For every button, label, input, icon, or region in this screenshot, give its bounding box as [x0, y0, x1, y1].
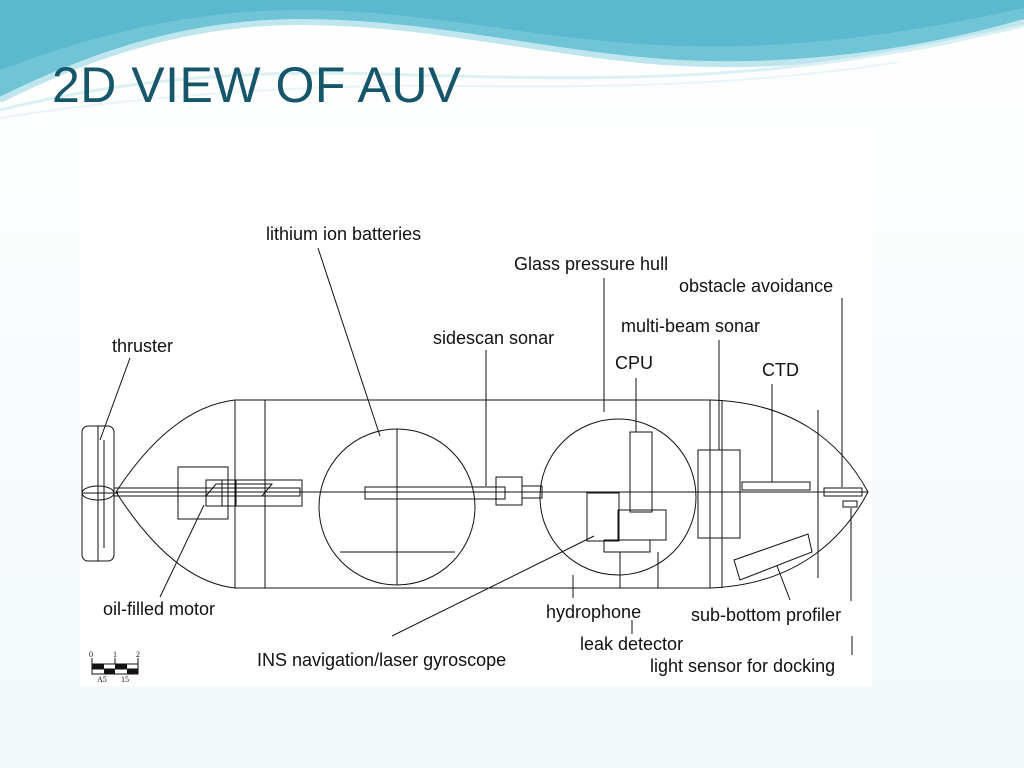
label-sub-bottom-profiler: sub-bottom profiler	[691, 605, 841, 625]
glass-pressure-sphere	[539, 418, 697, 576]
leader-motor	[159, 504, 205, 598]
label-ctd: CTD	[762, 360, 799, 380]
cpu-unit	[629, 431, 653, 513]
scale-tick-0: 0	[89, 650, 93, 659]
sidescan-sonar-unit	[495, 476, 523, 506]
sub-bottom-profiler-unit	[733, 533, 813, 581]
label-lithium-ion-batteries: lithium ion batteries	[266, 224, 421, 244]
scale-sub-1: A5	[97, 675, 107, 684]
scale-tick-2: 2	[136, 650, 140, 659]
label-oil-filled-motor: oil-filled motor	[103, 599, 215, 619]
multi-beam-sonar-unit	[697, 449, 741, 539]
obstacle-avoidance-sensor	[823, 487, 863, 497]
light-sensor	[842, 500, 858, 508]
scale-bar: 0 1 2 A5 15	[89, 650, 140, 684]
label-leak-detector: leak detector	[580, 634, 683, 654]
header-wave-decoration	[0, 0, 1024, 119]
leader-ins	[391, 535, 595, 637]
label-obstacle-avoidance: obstacle avoidance	[679, 276, 833, 296]
scale-tick-1: 1	[113, 650, 117, 659]
label-glass-pressure-hull: Glass pressure hull	[514, 254, 668, 274]
slide-title: 2D VIEW OF AUV	[52, 57, 462, 113]
label-hydrophone: hydrophone	[546, 602, 641, 622]
oil-filled-motor	[177, 466, 229, 520]
hull-outline	[115, 399, 869, 589]
leader-batteries	[317, 247, 381, 437]
ctd-unit	[741, 481, 811, 491]
leader-thruster	[99, 357, 131, 441]
label-ins-navigation: INS navigation/laser gyroscope	[257, 650, 506, 670]
label-cpu: CPU	[615, 353, 653, 373]
label-light-sensor: light sensor for docking	[650, 656, 835, 676]
leader-subbottom	[776, 565, 791, 601]
scale-sub-2: 15	[121, 675, 129, 684]
figure-panel	[80, 130, 872, 686]
label-multi-beam-sonar: multi-beam sonar	[621, 316, 760, 336]
label-sidescan-sonar: sidescan sonar	[433, 328, 554, 348]
label-thruster: thruster	[112, 336, 173, 356]
